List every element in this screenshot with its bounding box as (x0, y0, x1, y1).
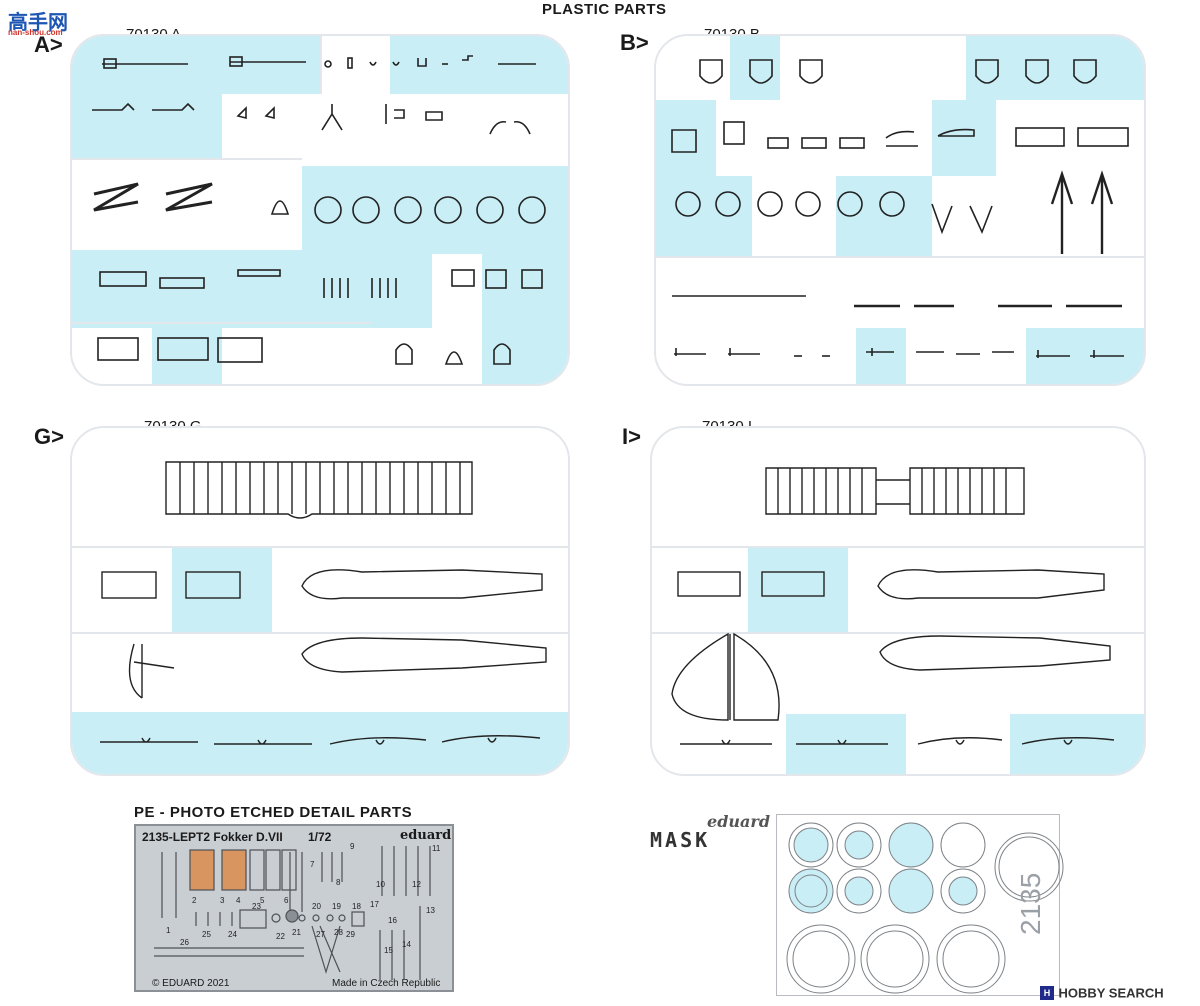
pe-part-number: 2 (192, 896, 197, 905)
mask-sheet: 2135 (776, 814, 1064, 996)
mask-label: MASK (650, 828, 711, 852)
pe-part-number: 11 (432, 844, 441, 853)
sprue-i-letter: I> (622, 424, 641, 449)
pe-part-number: 5 (260, 896, 265, 905)
sprue-a-frame (70, 34, 570, 386)
page-title: PLASTIC PARTS (542, 1, 667, 18)
pe-part-number: 6 (284, 896, 289, 905)
pe-part-number: 28 (334, 928, 343, 937)
sprue-a-letter: A> (34, 32, 63, 57)
pe-part-number: 4 (236, 896, 241, 905)
pe-part-number: 7 (310, 860, 315, 869)
pe-part-number: 22 (276, 932, 285, 941)
pe-part-number: 20 (312, 902, 321, 911)
mask-logo: eduard MASK (650, 812, 774, 852)
mask-code: 2135 (1015, 872, 1046, 935)
pe-scale: 1/72 (308, 830, 332, 844)
pe-part-number: 12 (412, 880, 421, 889)
pe-section-title: PE - PHOTO ETCHED DETAIL PARTS (134, 804, 413, 821)
hobby-search-icon: H (1040, 985, 1054, 1000)
pe-parts (154, 846, 431, 980)
pe-part-number: 18 (352, 902, 361, 911)
pe-part-number: 16 (388, 916, 397, 925)
mask-circles (786, 822, 1064, 994)
site-logo-text: 高手网 (8, 10, 68, 34)
sprue-g-parts (100, 461, 547, 745)
pe-part-number: 25 (202, 930, 211, 939)
pe-part-number: 29 (346, 930, 355, 939)
pe-made-in: Made in Czech Republic (332, 978, 441, 989)
sprue-b-letter: B> (620, 30, 649, 55)
pe-part-number: 13 (426, 906, 435, 915)
pe-part-number: 8 (336, 878, 341, 887)
pe-part-number: 17 (370, 900, 379, 909)
pe-part-number: 9 (350, 842, 355, 851)
pe-brand: eduard (400, 828, 452, 843)
sprue-a-parts (92, 55, 546, 365)
pe-part-number: 1 (166, 926, 171, 935)
sprue-g-letter: G> (34, 424, 64, 449)
site-url-text: nan-shou.com (8, 28, 63, 37)
sprue-i-parts (671, 467, 1115, 745)
pe-part-number: 23 (252, 902, 261, 911)
pe-part-number: 15 (384, 946, 393, 955)
pe-part-number: 27 (316, 930, 325, 939)
hobby-search-logo: H HOBBY SEARCH (1040, 984, 1164, 1002)
pe-part-number: 19 (332, 902, 341, 911)
pe-part-number: 21 (292, 928, 301, 937)
pe-part-number: 14 (402, 940, 411, 949)
pe-part-number: 24 (228, 930, 237, 939)
pe-part-number: 10 (376, 880, 385, 889)
mask-brand: eduard (707, 812, 770, 831)
sprue-b-frame (654, 34, 1146, 386)
pe-copyright: © EDUARD 2021 (152, 978, 230, 989)
sprue-b-parts (671, 59, 1129, 358)
sprue-i-frame (650, 426, 1146, 776)
pe-sheet: 2135-LEPT2 Fokker D.VII 1/72 eduard © ED… (134, 824, 454, 992)
pe-part-number: 3 (220, 896, 225, 905)
site-logo: 高手网 nan-shou.com (6, 6, 76, 38)
hobby-search-text: HOBBY SEARCH (1058, 985, 1164, 1001)
pe-sheet-header: 2135-LEPT2 Fokker D.VII (142, 830, 283, 844)
pe-part-number: 26 (180, 938, 189, 947)
